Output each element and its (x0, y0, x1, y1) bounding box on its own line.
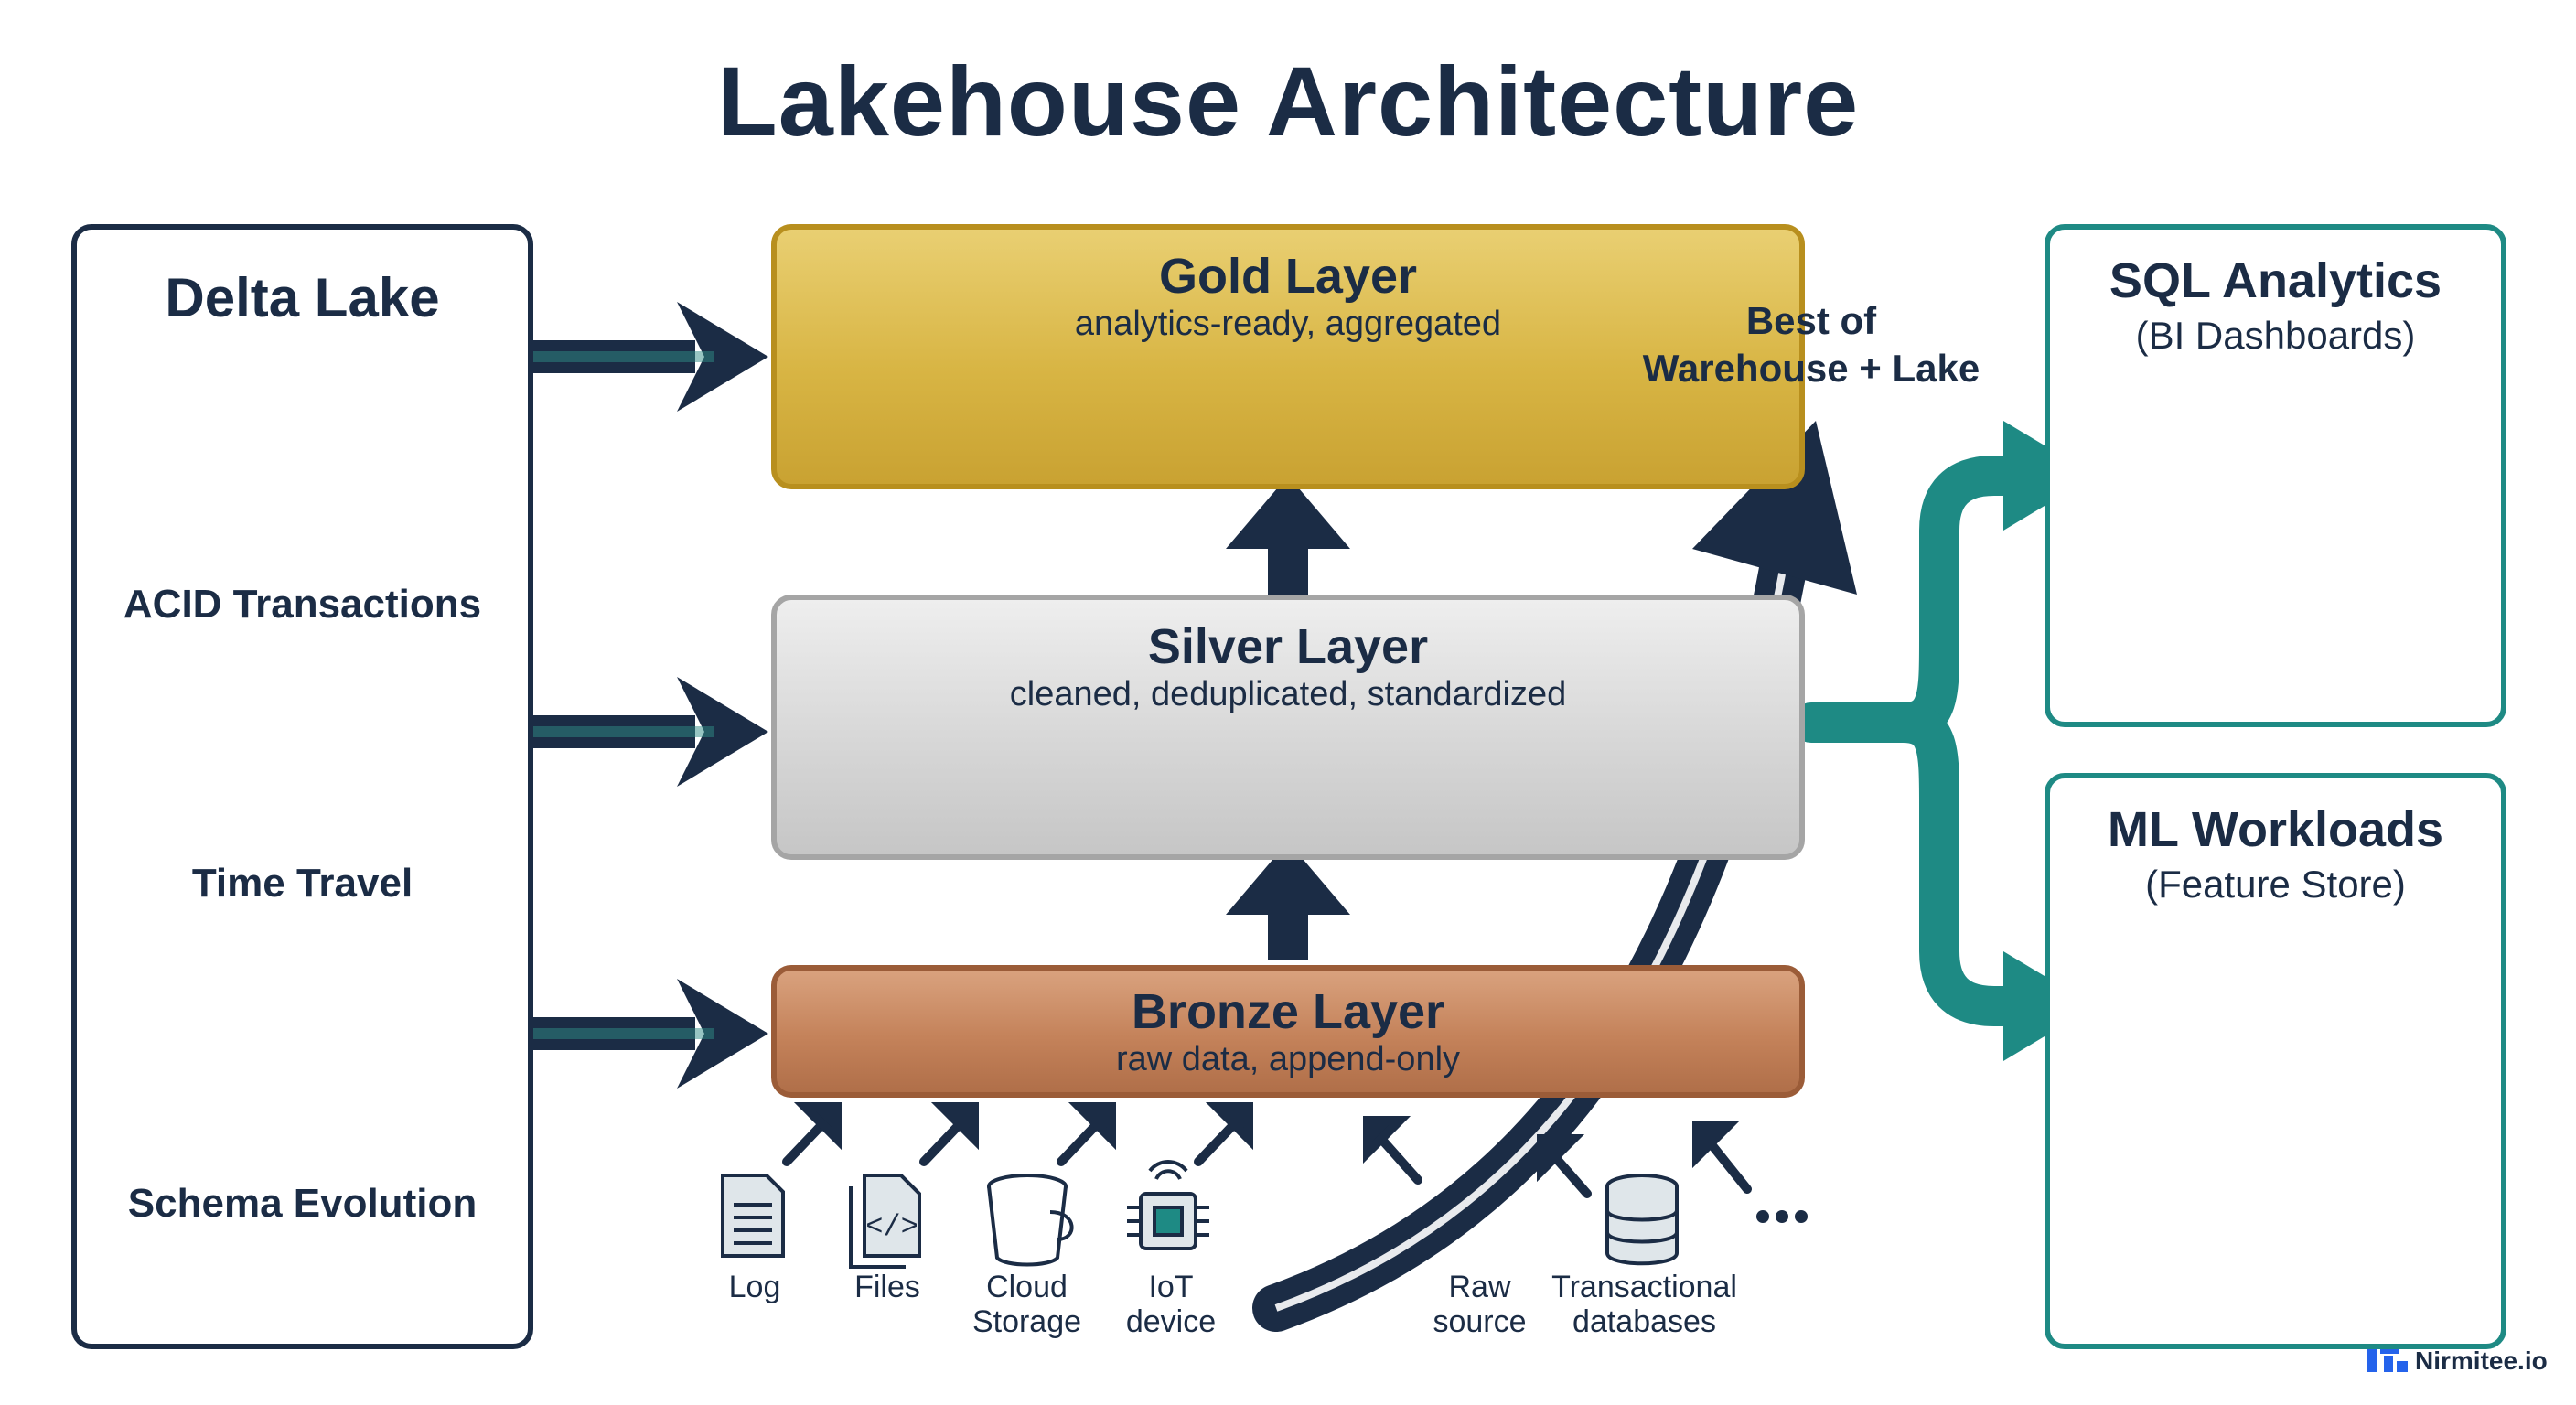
callout-line-1: Best of (1745, 299, 1877, 342)
chip-icon (1127, 1160, 1209, 1250)
arrow-to-bronze (531, 979, 768, 1089)
source-transactional-db: Transactional databases (1541, 1270, 1747, 1339)
delta-lake-panel: Delta Lake ACID Transactions Time Travel… (71, 224, 533, 1349)
ml-workloads-panel: ML Workloads (Feature Store) (2045, 773, 2506, 1349)
gold-layer: Gold Layer analytics-ready, aggregated (771, 224, 1805, 489)
feature-time-travel-label: Time Travel (191, 861, 413, 906)
best-of-callout: Best of Warehouse + Lake (1619, 297, 2003, 392)
source-iot: IoT device (1111, 1270, 1230, 1339)
source-raw-label-2: source (1433, 1304, 1527, 1339)
delta-lake-title: Delta Lake (165, 267, 440, 328)
output-fork-arrow (1791, 456, 2051, 1026)
arrow-silver-to-gold (1226, 476, 1350, 595)
callout-line-2: Warehouse + Lake (1642, 347, 1980, 390)
svg-text:</>: </> (865, 1210, 918, 1244)
ml-workloads-title: ML Workloads (2107, 802, 2444, 857)
source-raw: Raw source (1422, 1270, 1537, 1339)
database-icon (1605, 1174, 1679, 1266)
source-arrows (782, 1102, 1752, 1198)
ml-workloads-subtitle: (Feature Store) (2145, 863, 2406, 906)
source-files: Files (832, 1270, 942, 1304)
source-iot-label-2: device (1125, 1304, 1217, 1339)
source-cloud-storage: Cloud Storage (961, 1270, 1093, 1339)
sql-analytics-title: SQL Analytics (2109, 253, 2442, 308)
feature-schema-label: Schema Evolution (127, 1181, 478, 1226)
more-dots-icon (1756, 1210, 1808, 1223)
silver-layer-desc: cleaned, deduplicated, standardized (1009, 675, 1567, 713)
bronze-layer: Bronze Layer raw data, append-only (771, 965, 1805, 1098)
page-title: Lakehouse Architecture (716, 46, 1860, 156)
arrow-to-gold (531, 302, 768, 412)
silver-layer: Silver Layer cleaned, deduplicated, stan… (771, 595, 1805, 860)
sql-analytics-subtitle: (BI Dashboards) (2135, 314, 2416, 357)
source-raw-label-1: Raw (1448, 1270, 1511, 1304)
silver-layer-name: Silver Layer (1147, 619, 1429, 674)
feature-acid-label: ACID Transactions (123, 582, 482, 627)
source-cloud-label-1: Cloud (986, 1270, 1068, 1304)
source-iot-label-1: IoT (1148, 1270, 1194, 1304)
bronze-layer-desc: raw data, append-only (1115, 1040, 1461, 1078)
bronze-layer-name: Bronze Layer (1131, 984, 1445, 1039)
brand-name: Nirmitee.io (2415, 1346, 2548, 1375)
log-file-icon (721, 1174, 785, 1258)
bucket-icon (987, 1174, 1074, 1267)
gold-layer-name: Gold Layer (1158, 249, 1418, 304)
source-db-label-2: databases (1572, 1304, 1716, 1339)
code-file-icon: </> (849, 1174, 921, 1269)
source-log: Log (700, 1270, 810, 1304)
arrow-bronze-to-silver (1226, 842, 1350, 960)
source-log-label: Log (728, 1270, 781, 1304)
gold-layer-desc: analytics-ready, aggregated (1074, 305, 1502, 343)
source-files-label: Files (854, 1270, 920, 1304)
source-db-label-1: Transactional (1551, 1270, 1737, 1304)
nirmitee-logo-icon (2367, 1345, 2408, 1372)
source-cloud-label-2: Storage (971, 1304, 1082, 1339)
arrow-to-silver (531, 677, 768, 787)
sql-analytics-panel: SQL Analytics (BI Dashboards) (2045, 224, 2506, 727)
